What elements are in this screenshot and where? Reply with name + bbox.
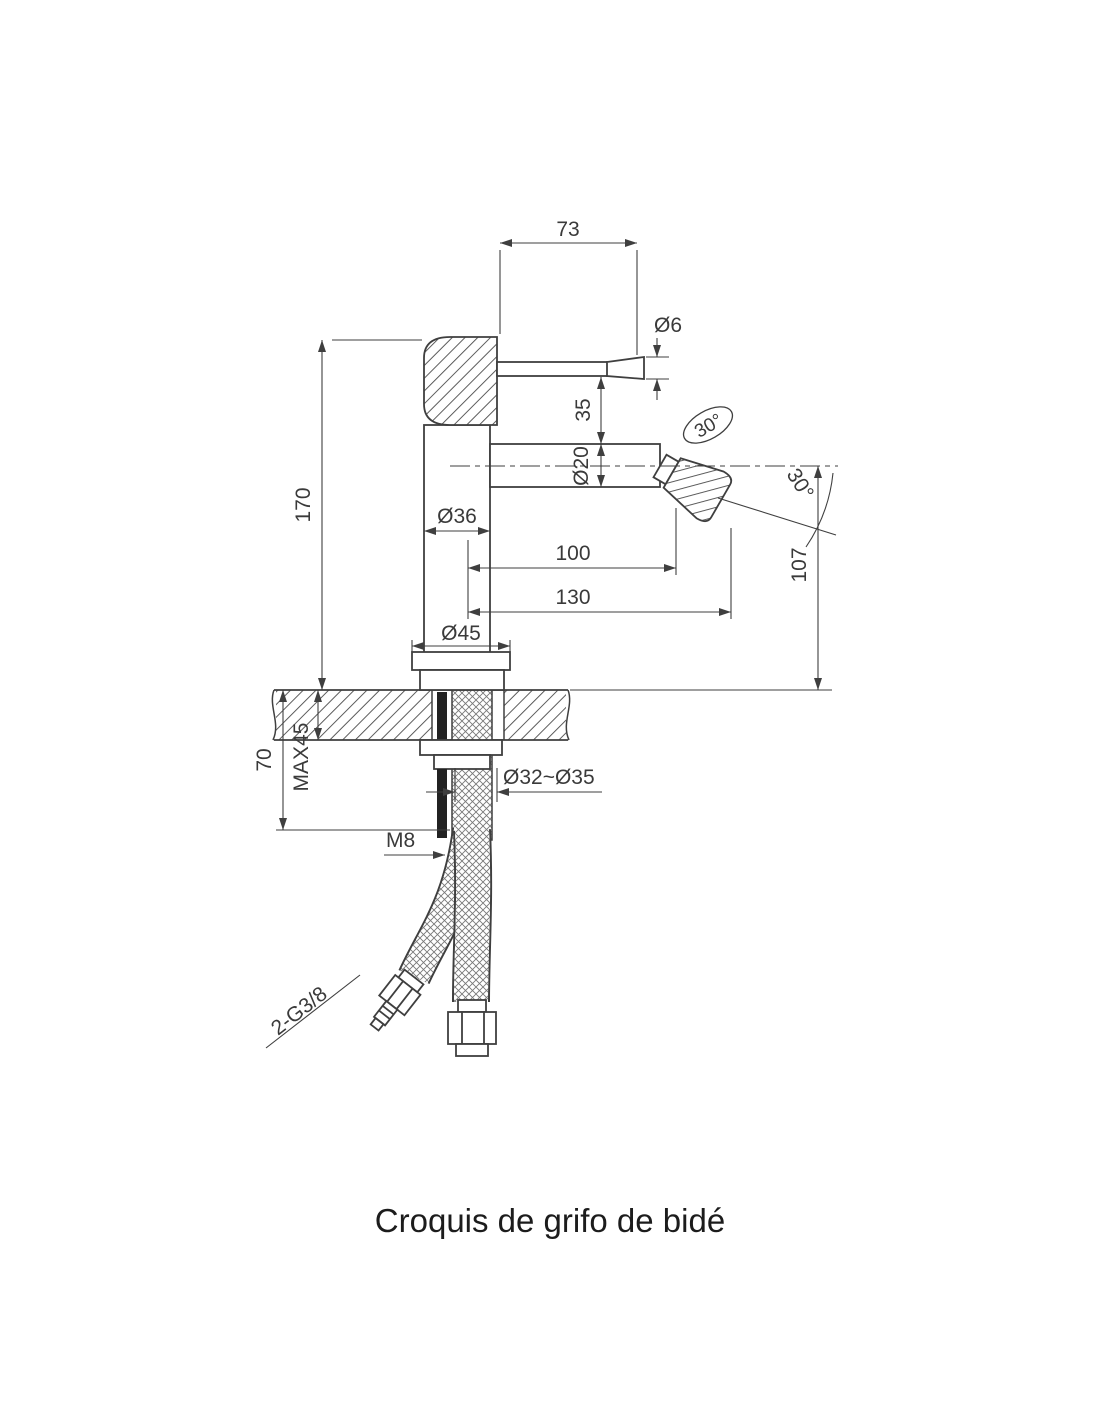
total-height-label: 170 (292, 487, 315, 522)
locknut (419, 739, 503, 756)
aerator-head (652, 453, 733, 523)
deck-hatch-right (504, 690, 566, 740)
faucet-body (423, 424, 491, 654)
deck-break-edge-right (565, 689, 571, 741)
m8-stud-lower (437, 769, 447, 838)
under-counter-depth-label: 70 (253, 748, 276, 771)
deck-hatch-left (276, 690, 432, 740)
hose-fitting-left (369, 968, 425, 1032)
base-diameter-label: Ø45 (441, 622, 481, 645)
spout-diameter-label: Ø20 (570, 446, 593, 486)
base-flange-lower (419, 669, 505, 691)
mounting-washer (433, 754, 491, 770)
spout-height-label: 107 (788, 547, 811, 582)
spray-reach-label: 130 (555, 586, 590, 609)
drawing-caption: Croquis de grifo de bidé (375, 1202, 725, 1239)
lever-diameter-label: Ø6 (654, 314, 682, 337)
hose-fitting-right (447, 999, 497, 1057)
handle-lever-tip (606, 355, 645, 380)
body-diameter-label: Ø36 (437, 505, 477, 528)
spout-reach-label: 100 (555, 542, 590, 565)
handle-width-label: 73 (556, 218, 579, 241)
supply-hose-right (452, 829, 493, 1003)
handle-knob (423, 336, 498, 426)
lever-height-label: 35 (572, 398, 595, 421)
base-flange-upper (411, 651, 511, 671)
max-counter-thickness-label: MAX45 (290, 723, 313, 792)
deck-break-edge-left (271, 689, 277, 741)
hole-diameter-label: Ø32~Ø35 (503, 766, 595, 789)
stud-thread-label: M8 (386, 829, 415, 852)
mounting-hardware (419, 739, 503, 770)
countertop (271, 689, 571, 741)
dimension-lines (265, 239, 837, 1049)
swivel-angle-balloon: 30° (682, 406, 734, 444)
m8-stud-upper (437, 692, 447, 740)
handle-lever (496, 361, 610, 377)
